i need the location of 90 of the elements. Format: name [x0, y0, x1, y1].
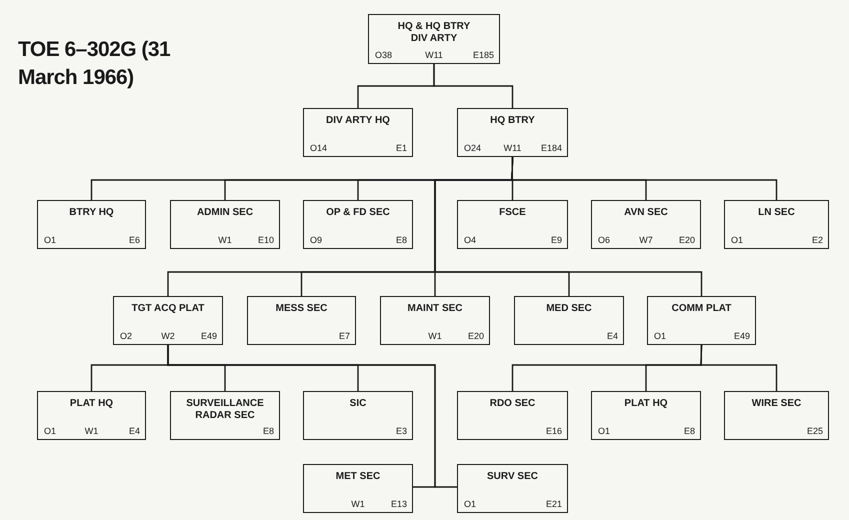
unit-name: HQ BTRY [490, 115, 535, 127]
strength-count: O24 [464, 143, 482, 154]
unit-box [37, 200, 146, 249]
unit-name: TGT ACQ PLAT [132, 303, 204, 315]
strength-count: O9 [310, 235, 322, 246]
strength-count: O4 [464, 235, 476, 246]
strength-count: E13 [390, 499, 407, 510]
unit-box [724, 200, 829, 249]
unit-box [247, 296, 356, 345]
unit-box [647, 296, 756, 345]
unit-name: PLAT HQ [70, 398, 114, 410]
unit-name: MED SEC [546, 303, 592, 315]
strength-count: E25 [806, 426, 823, 437]
unit-box [368, 14, 500, 64]
unit-box [457, 391, 568, 440]
unit-box [113, 296, 223, 345]
unit-box [303, 391, 413, 440]
unit-name: PLAT HQ [624, 398, 668, 410]
strength-count: E8 [262, 426, 274, 437]
unit-box [591, 391, 701, 440]
strength-count: W1 [84, 426, 98, 437]
strength-count: O1 [654, 331, 666, 342]
strength-count: O38 [375, 50, 392, 61]
unit-box [303, 108, 413, 157]
unit-name: MET SEC [336, 471, 380, 483]
strength-count: E8 [396, 235, 407, 246]
strength-count: E4 [606, 331, 618, 342]
unit-box [591, 200, 701, 249]
unit-box [457, 200, 568, 249]
strength-count: E4 [128, 426, 140, 437]
unit-name: SURV SEC [487, 471, 538, 483]
unit-box [170, 200, 280, 249]
strength-count: O1 [731, 235, 744, 246]
strength-count: W2 [161, 331, 175, 342]
strength-count: E21 [546, 499, 562, 510]
unit-name: BTRY HQ [69, 207, 114, 219]
strength-count: E184 [540, 143, 562, 154]
unit-name: DIV ARTY HQ [326, 115, 390, 127]
strength-count: E185 [472, 50, 494, 61]
strength-count: W7 [639, 235, 653, 246]
strength-count: O1 [44, 426, 56, 437]
strength-count: E6 [128, 235, 140, 246]
unit-box [457, 108, 568, 157]
unit-name: OP & FD SEC [326, 207, 390, 219]
connector-line [433, 64, 514, 108]
strength-count: E7 [338, 331, 350, 342]
unit-box [303, 464, 413, 513]
strength-count: W1 [428, 331, 442, 342]
connector-line [700, 344, 778, 391]
unit-name: SURVEILLANCE RADAR SEC [185, 398, 265, 422]
strength-count: E2 [812, 235, 823, 246]
strength-count: E49 [734, 331, 750, 342]
unit-name: RDO SEC [490, 398, 536, 410]
strength-count: E20 [468, 331, 484, 342]
unit-name: COMM PLAT [672, 303, 732, 315]
unit-name: MAINT SEC [408, 303, 462, 315]
strength-count: W1 [218, 235, 232, 246]
strength-count: E20 [678, 235, 695, 246]
strength-count: W11 [425, 50, 443, 61]
unit-name: ADMIN SEC [196, 207, 254, 219]
strength-count: O1 [464, 499, 476, 510]
unit-name: HQ & HQ BTRY DIV ARTY [396, 21, 472, 45]
chart-title: TOE 6–302G (31 March 1966) [18, 37, 172, 91]
unit-box [514, 296, 624, 345]
strength-count: O1 [44, 235, 56, 246]
unit-name: AVN SEC [624, 207, 668, 219]
unit-name: FSCE [499, 207, 526, 219]
unit-box [724, 391, 829, 440]
unit-name: WIRE SEC [752, 398, 802, 410]
strength-count: E1 [396, 143, 407, 154]
strength-count: W1 [351, 499, 365, 510]
unit-box [170, 391, 280, 440]
strength-count: E16 [546, 426, 562, 437]
unit-name: MESS SEC [276, 303, 328, 315]
strength-count: O2 [120, 331, 132, 342]
strength-count: E8 [684, 426, 695, 437]
unit-box [457, 464, 568, 513]
unit-box [37, 391, 146, 440]
strength-count: W11 [504, 143, 522, 154]
strength-count: O6 [598, 235, 610, 246]
strength-count: O14 [310, 143, 328, 154]
unit-name: SIC [350, 398, 366, 410]
unit-box [380, 296, 490, 345]
strength-count: E49 [200, 331, 217, 342]
strength-count: O1 [598, 426, 610, 437]
strength-count: E10 [258, 235, 274, 246]
unit-box [303, 200, 413, 249]
unit-name: LN SEC [758, 207, 795, 219]
strength-count: E9 [550, 235, 562, 246]
strength-count: E3 [396, 426, 407, 437]
